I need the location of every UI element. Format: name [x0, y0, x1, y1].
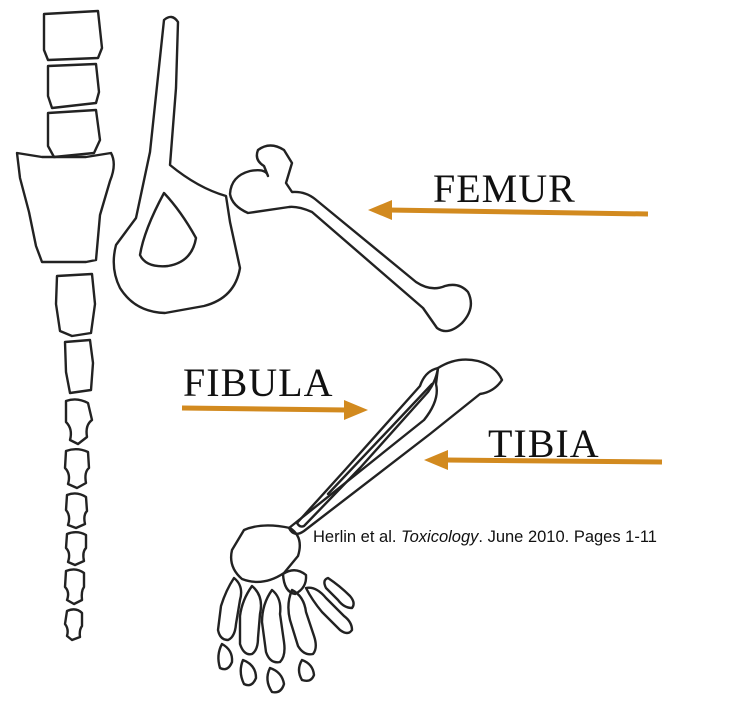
toe: [262, 590, 285, 662]
toe: [267, 668, 284, 692]
toe: [218, 644, 232, 669]
toe: [299, 660, 314, 681]
vertebra: [65, 569, 84, 604]
vertebra: [65, 340, 93, 393]
vertebra: [66, 493, 87, 528]
vertebra: [48, 64, 99, 108]
toe: [306, 588, 352, 633]
pelvis-outline: [114, 17, 240, 313]
citation-authors: Herlin et al.: [313, 528, 401, 546]
upper-vertebrae: [44, 11, 102, 157]
vertebra: [56, 274, 95, 336]
pelvis: [114, 17, 240, 313]
fibula-shaft-line: [328, 384, 432, 494]
sacrum: [17, 153, 114, 262]
toe: [218, 578, 241, 640]
vertebra: [65, 609, 82, 640]
toe: [241, 660, 256, 685]
citation-details: . June 2010. Pages 1-11: [478, 528, 657, 546]
tibia-label: TIBIA: [488, 424, 600, 464]
obturator-foramen: [140, 193, 196, 266]
tail-vertebrae: [56, 274, 95, 640]
vertebra: [66, 532, 86, 565]
fibula-label: FIBULA: [183, 363, 333, 403]
ankle-bones: [231, 525, 300, 581]
vertebra: [44, 11, 102, 60]
foot: [218, 525, 354, 692]
toe: [324, 578, 353, 608]
citation: Herlin et al. Toxicology. June 2010. Pag…: [313, 528, 657, 547]
vertebra: [48, 110, 100, 157]
vertebra: [65, 449, 89, 488]
vertebra: [66, 399, 92, 444]
citation-journal: Toxicology: [401, 528, 478, 546]
toe: [240, 586, 261, 654]
femur-label: FEMUR: [433, 169, 576, 209]
